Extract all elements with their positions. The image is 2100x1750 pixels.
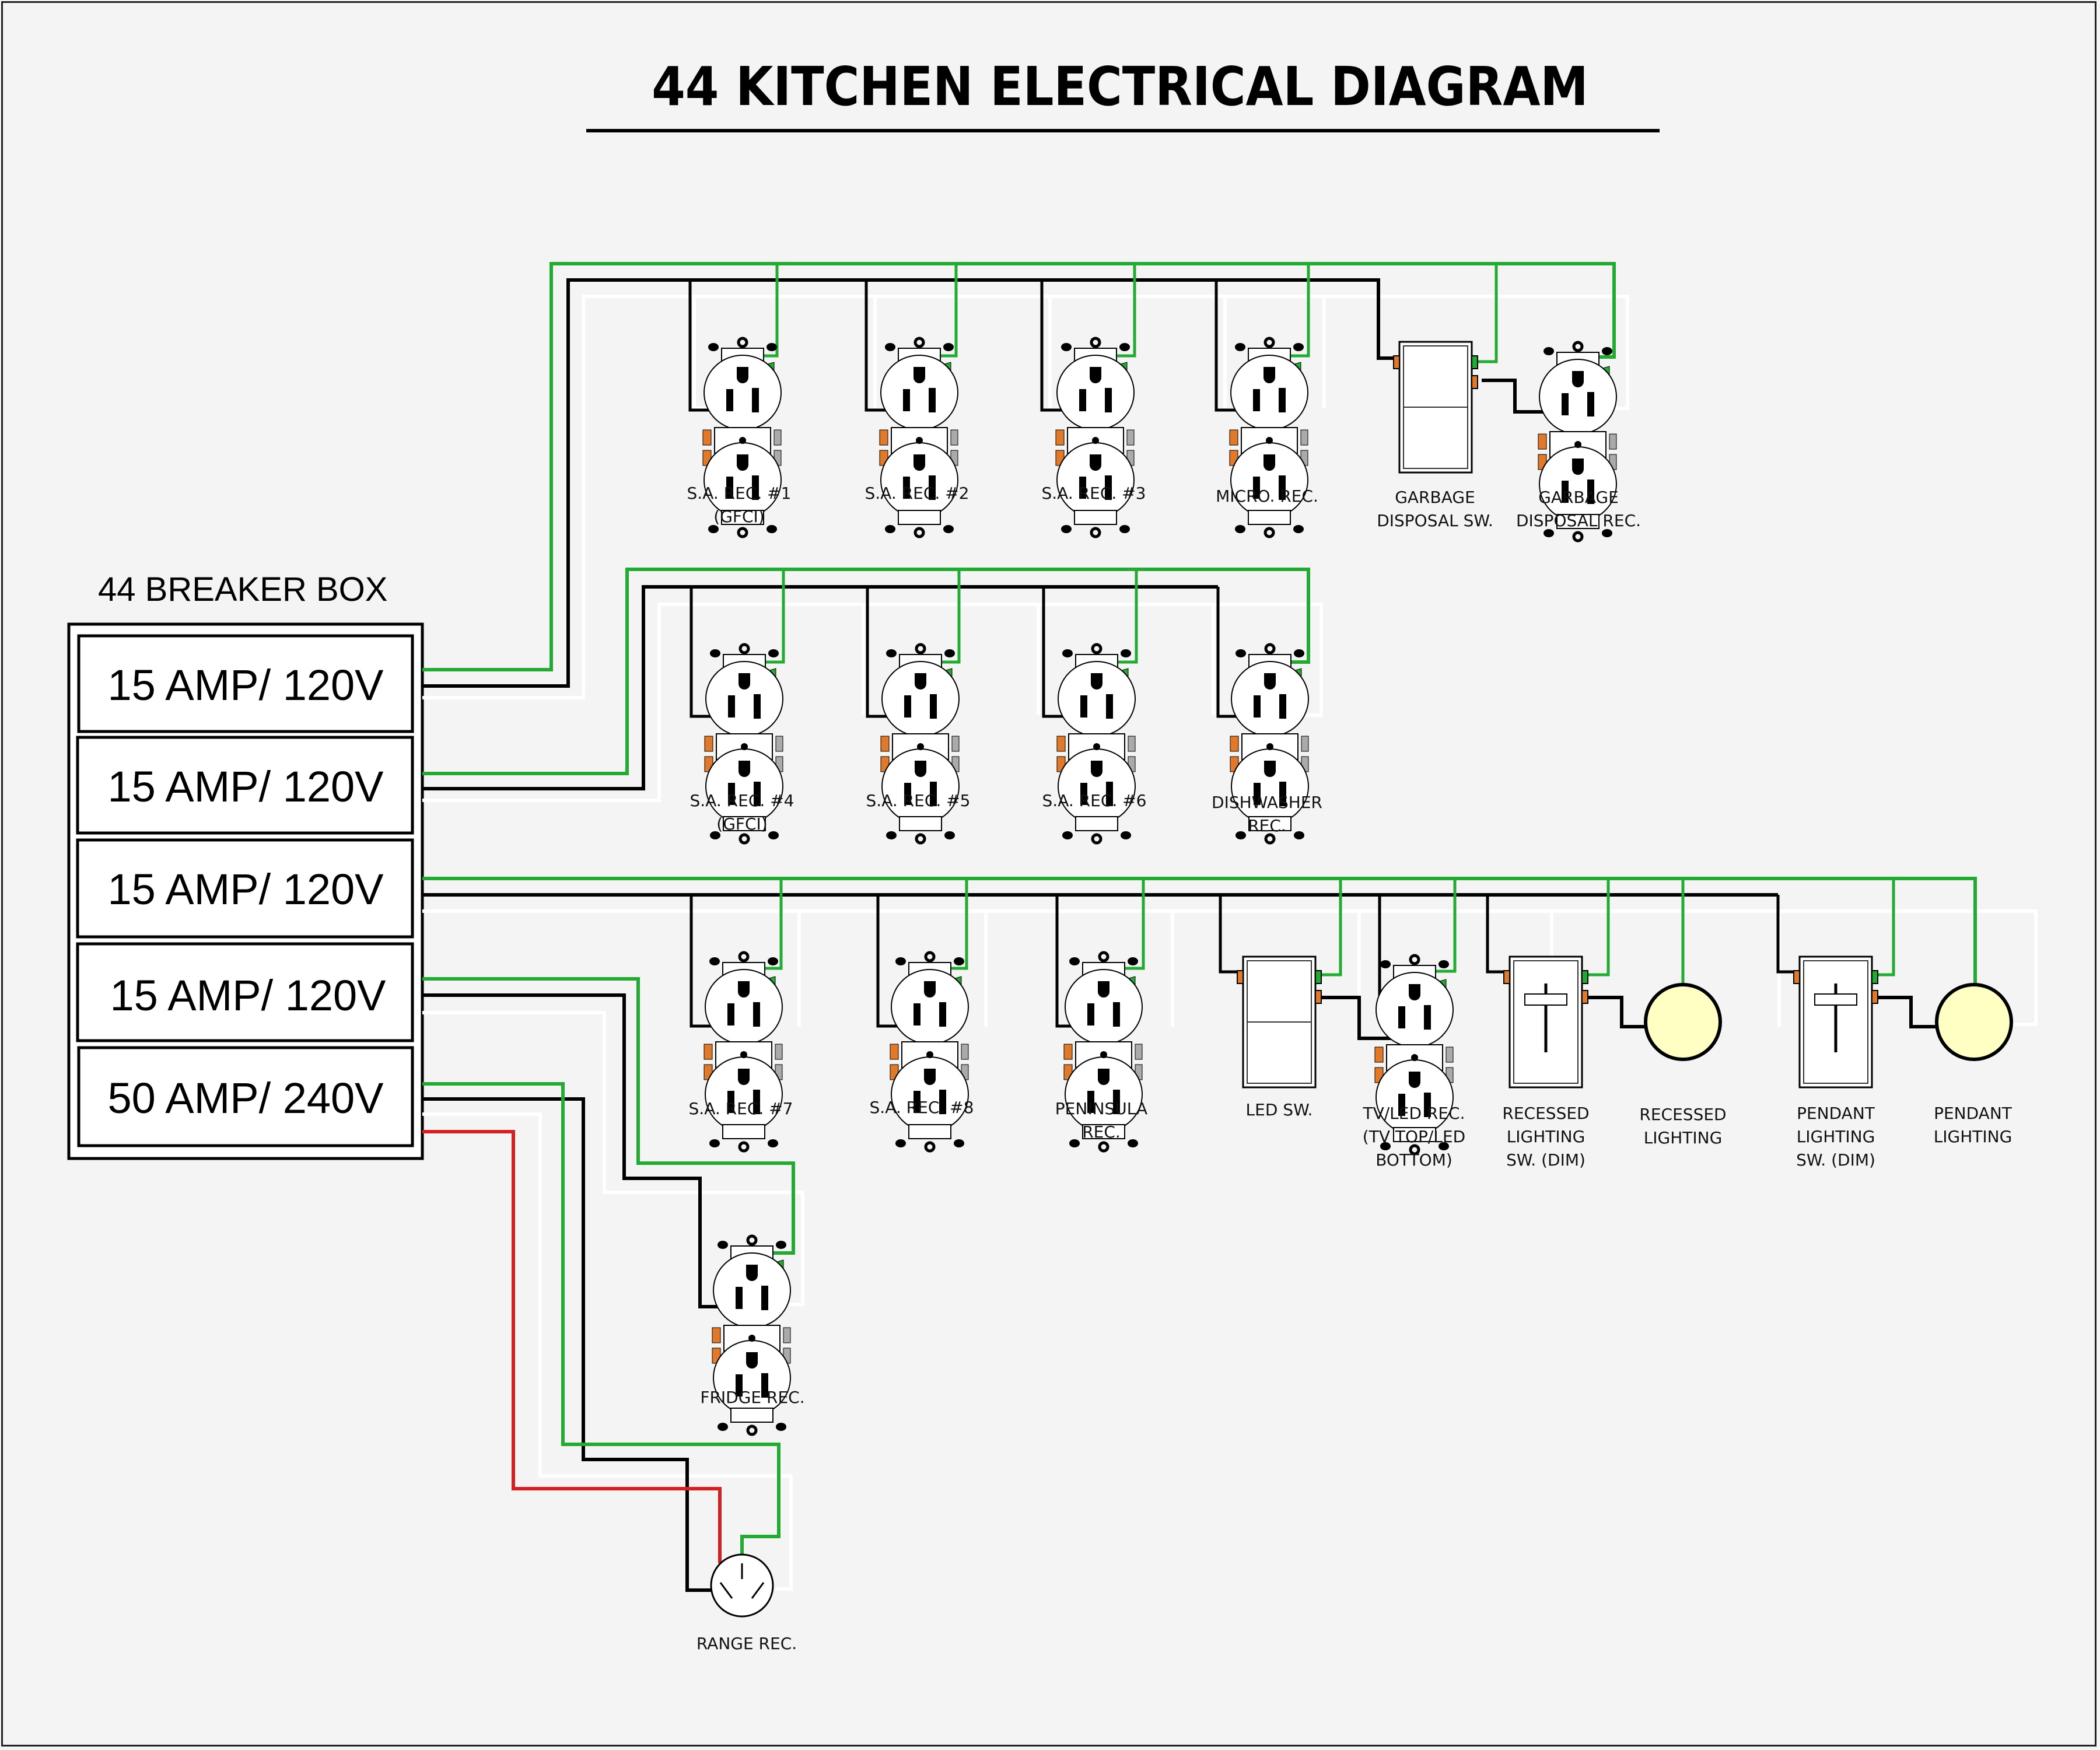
receptacle-sa-rec-6[interactable]	[1057, 645, 1135, 843]
label-peninsula-1: PENINSULA	[1055, 1099, 1147, 1118]
label-tv-led-1: TV/LED REC.	[1362, 1104, 1465, 1123]
label-sa-rec-7: S.A. REC. #7	[689, 1099, 793, 1118]
breaker-1[interactable]: 15 AMP/ 120V	[77, 634, 414, 733]
switch-garbage-disposal[interactable]	[1392, 341, 1479, 474]
label-garbage-sw-2: DISPOSAL SW.	[1377, 511, 1493, 530]
label-recessed-light-2: LIGHTING	[1644, 1128, 1723, 1147]
dimmer-pendant-lighting[interactable]	[1794, 957, 1878, 1087]
receptacle-sa-rec-5[interactable]	[881, 645, 959, 843]
label-pendant-light-1: PENDANT	[1934, 1104, 2013, 1123]
label-recessed-sw-3: SW. (DIM)	[1506, 1150, 1586, 1170]
label-sa-rec-8: S.A. REC. #8	[870, 1098, 974, 1117]
label-pendant-sw-1: PENDANT	[1797, 1104, 1875, 1123]
circuit-3-wiring	[422, 877, 2038, 1040]
breaker-3[interactable]: 15 AMP/ 120V	[76, 838, 414, 939]
label-sa-rec-1-sub: (GFCI)	[713, 507, 764, 526]
label-sa-rec-5: S.A. REC. #5	[866, 791, 971, 810]
label-sa-rec-3: S.A. REC. #3	[1042, 484, 1146, 503]
receptacle-sa-rec-3[interactable]	[1056, 338, 1134, 537]
receptacle-micro-rec[interactable]	[1230, 338, 1308, 537]
breaker-box-label: 44 BREAKER BOX	[98, 570, 387, 608]
breaker-2-label: 15 AMP/ 120V	[107, 762, 384, 811]
label-pendant-light-2: LIGHTING	[1934, 1127, 2013, 1146]
label-sa-rec-2: S.A. REC. #2	[865, 484, 970, 503]
receptacle-peninsula[interactable]	[1064, 953, 1142, 1151]
receptacle-dishwasher[interactable]	[1230, 645, 1308, 843]
label-fridge-rec: FRIDGE REC.	[700, 1388, 804, 1407]
breaker-5-label: 50 AMP/ 240V	[107, 1074, 384, 1122]
receptacle-sa-rec-8[interactable]	[890, 953, 968, 1151]
label-dishwasher-1: DISHWASHER	[1212, 793, 1322, 812]
label-recessed-sw-1: RECESSED	[1502, 1104, 1589, 1123]
breaker-3-label: 15 AMP/ 120V	[107, 865, 384, 914]
switch-led[interactable]	[1236, 956, 1322, 1088]
label-recessed-sw-2: LIGHTING	[1507, 1127, 1586, 1146]
breaker-4-label: 15 AMP/ 120V	[110, 971, 386, 1020]
breaker-1-label: 15 AMP/ 120V	[107, 661, 384, 709]
label-dishwasher-2: REC.	[1248, 816, 1286, 835]
receptacle-sa-rec-7[interactable]	[704, 953, 782, 1151]
label-garbage-rec-2: DISPOSAL REC.	[1516, 511, 1641, 530]
receptacle-range[interactable]	[710, 1553, 1325, 1618]
label-pendant-sw-3: SW. (DIM)	[1796, 1150, 1875, 1170]
label-pendant-sw-2: LIGHTING	[1797, 1127, 1875, 1146]
receptacle-sa-rec-4[interactable]	[705, 645, 783, 843]
label-recessed-light-1: RECESSED	[1639, 1105, 1726, 1124]
breaker-5[interactable]: 50 AMP/ 240V	[77, 1046, 414, 1147]
label-sa-rec-4-sub: (GFCI)	[716, 814, 767, 834]
breaker-4[interactable]: 15 AMP/ 120V	[76, 942, 414, 1042]
breaker-2[interactable]: 15 AMP/ 120V	[76, 736, 414, 835]
label-peninsula-2: REC.	[1082, 1122, 1121, 1142]
label-range-rec: RANGE REC.	[696, 1634, 797, 1653]
device-labels: S.A. REC. #1 (GFCI) S.A. REC. #2 S.A. RE…	[687, 484, 2013, 1653]
dimmer-recessed-lighting[interactable]	[1504, 957, 1588, 1087]
light-pendant[interactable]	[1935, 983, 2013, 1061]
circuit-2-wiring	[422, 568, 1323, 802]
label-led-sw: LED SW.	[1246, 1100, 1313, 1119]
label-micro-rec: MICRO. REC.	[1216, 487, 1318, 506]
diagram-title: 44 KITCHEN ELECTRICAL DIAGRAM	[652, 55, 1588, 118]
circuit-4-wiring	[422, 977, 804, 1308]
light-recessed[interactable]	[1644, 983, 1722, 1061]
label-tv-led-3: BOTTOM)	[1376, 1150, 1452, 1170]
label-sa-rec-6: S.A. REC. #6	[1042, 791, 1147, 810]
receptacle-tv-led[interactable]	[1375, 956, 1453, 1154]
circuit-5-wiring	[422, 1082, 793, 1592]
label-garbage-sw-1: GARBAGE	[1395, 488, 1475, 507]
receptacle-sa-rec-2[interactable]	[880, 338, 958, 537]
label-sa-rec-4: S.A. REC. #4	[690, 791, 794, 810]
circuit-1-wiring	[422, 262, 1629, 699]
label-tv-led-2: (TV TOP/LED	[1363, 1127, 1465, 1146]
label-garbage-rec-1: GARBAGE	[1538, 488, 1619, 507]
label-sa-rec-1: S.A. REC. #1	[687, 484, 792, 503]
